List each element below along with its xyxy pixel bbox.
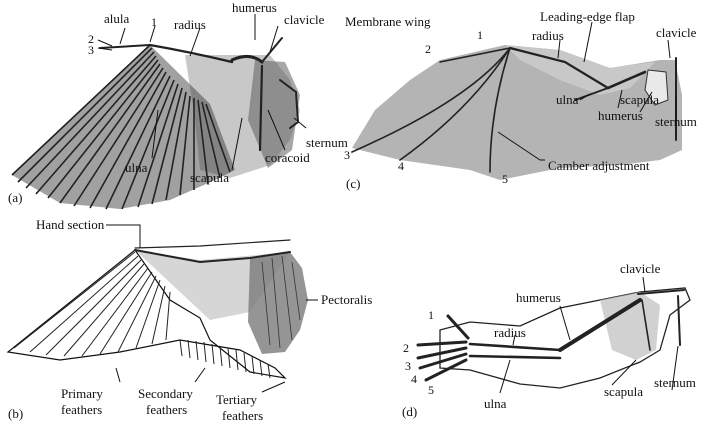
radius-ulna-bones [148,43,234,64]
label-human-digit-2: 2 [403,341,409,355]
label-leading-edge-flap: Leading-edge flap [540,9,635,24]
label-bat-sternum: sternum [655,114,697,129]
panel-c-letter: (c) [346,176,360,191]
panel-b-letter: (b) [8,406,23,421]
label-bat-clavicle: clavicle [656,25,697,40]
secondary-feather-ticks [179,339,271,379]
label-coracoid: coracoid [265,150,310,165]
label-bat-ulna: ulna [556,92,579,107]
label-bat-digit-5: 5 [502,172,508,186]
panel-b-leaders [106,224,318,393]
label-digit-2: 2 [88,32,94,46]
bat-radius-bone [508,46,610,90]
label-primary-feathers-2: feathers [61,402,102,417]
label-bat-digit-1: 1 [477,28,483,42]
label-scapula: scapula [190,170,229,185]
label-bat-scapula: scapula [620,92,659,107]
label-bat-digit-2: 2 [425,42,431,56]
human-radius-bone [468,342,562,352]
pectoralis-muscle [248,252,308,354]
label-humerus: humerus [232,0,277,15]
label-human-sternum: sternum [654,375,696,390]
bird-feather-fan [11,44,231,210]
label-tertiary-feathers-2: feathers [222,408,263,423]
panel-c-leaders [497,21,677,161]
label-human-digit-3: 3 [405,359,411,373]
feather-fan-fill [12,45,235,209]
label-bat-digit-3: 3 [344,148,350,162]
label-secondary-feathers-2: feathers [146,402,187,417]
human-scapula [641,299,651,351]
human-hand-fingers [416,314,470,382]
label-human-scapula: scapula [604,384,643,399]
label-bat-digit-4: 4 [398,159,404,173]
label-human-radius: radius [494,325,526,340]
shoulder-stipple [600,292,660,360]
label-human-digit-5: 5 [428,383,434,397]
panel-d-leaders [499,276,679,394]
panel-a-bird-wing: alula 1 radius humerus clavicle 2 3 ster… [8,0,348,210]
human-ulna-bone [468,354,562,360]
label-radius: radius [174,17,206,32]
bat-humerus-bone [606,70,647,90]
label-bat-radius: radius [532,28,564,43]
label-human-clavicle: clavicle [620,261,661,276]
label-camber-adjustment: Camber adjustment [548,158,650,173]
human-clavicle-bone [637,289,685,295]
panel-a-letter: (a) [8,190,22,205]
wing-feather-lines [13,251,171,357]
label-human-ulna: ulna [484,396,507,411]
pectoralis-striations [261,255,301,349]
feather-surface [6,249,287,379]
label-digit-1: 1 [151,15,157,29]
coracoid-bone [258,64,264,152]
clavicle-bone [261,37,283,63]
label-tertiary-feathers-1: Tertiary [216,392,257,407]
label-ulna: ulna [125,160,148,175]
label-digit-3: 3 [88,43,94,57]
label-membrane-wing: Membrane wing [345,14,431,29]
panel-a-leaders [97,14,307,171]
bat-ulna-bone [574,87,609,101]
label-primary-feathers-1: Primary [61,386,103,401]
human-humerus-bone [558,298,642,352]
label-secondary-feathers-1: Secondary [138,386,193,401]
panel-c-bat-wing: Membrane wing Leading-edge flap 1 radius… [344,9,697,191]
sternum-bone [279,79,300,129]
panel-d-letter: (d) [402,404,417,419]
wing-leading-edge-top [134,239,291,249]
human-sternum [677,295,681,346]
bat-finger-bones [351,47,511,173]
label-human-digit-1: 1 [428,308,434,322]
label-clavicle: clavicle [284,12,325,27]
hand-bones [99,44,151,49]
label-bat-humerus: humerus [598,108,643,123]
label-alula: alula [104,11,129,26]
wing-leading-bones [134,249,291,264]
panel-b-bird-wing-feathers: Hand section Pectoralis Primary feathers… [6,217,372,423]
bat-scapula [644,69,669,106]
label-human-digit-4: 4 [411,372,417,386]
panel-d-human-arm: clavicle humerus 1 radius 2 3 4 5 scapul… [402,261,696,419]
label-human-humerus: humerus [516,290,561,305]
humerus-bone [230,55,264,64]
label-pectoralis: Pectoralis [321,292,372,307]
label-sternum: sternum [306,135,348,150]
label-hand-section: Hand section [36,217,105,232]
